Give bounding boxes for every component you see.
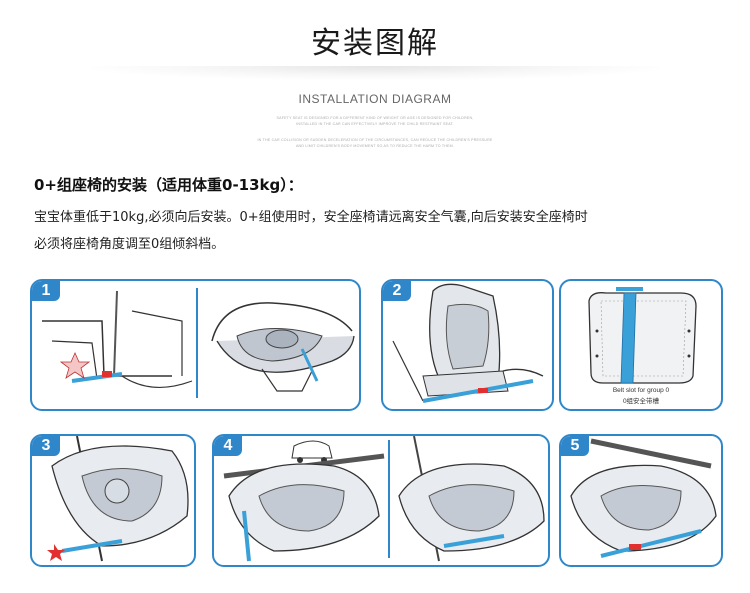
step-5-panel: 5 <box>559 434 723 567</box>
belt-slot-illustration <box>588 287 697 384</box>
step-5-badge: 5 <box>561 436 589 456</box>
step-2-panel: 2 <box>381 279 554 411</box>
belt-slot-caption-en: Belt slot for group 0 <box>612 387 670 394</box>
step-1-divider <box>196 288 198 398</box>
belt-slot-caption-cn: 0组安全带槽 <box>622 398 660 405</box>
page-subtitle: INSTALLATION DIAGRAM <box>298 92 452 106</box>
step-4-divider <box>388 440 390 558</box>
step-4-badge: 4 <box>214 436 242 456</box>
step-3-badge: 3 <box>32 436 60 456</box>
step-3-illustration <box>47 436 189 562</box>
page-title: 安装图解 <box>311 26 439 61</box>
title-shadow-divider <box>90 66 660 80</box>
section-text-line-1: 宝宝体重低于10kg,必须向后安装。0+组使用时，安全座椅请远离安全气囊,向后安… <box>34 210 588 225</box>
step-2-badge: 2 <box>383 281 411 301</box>
step-3-panel: 3 <box>30 434 196 567</box>
fine-print-line-3: IN THE CAR COLLISION OR SUDDEN DECELERAT… <box>257 138 493 142</box>
fine-print-line-1: SAFETY SEAT IS DESIGNED FOR A DIFFERENT … <box>276 116 474 120</box>
step-4-panel: 4 <box>212 434 550 567</box>
step-5-illustration <box>570 438 717 558</box>
section-heading: 0+组座椅的安装（适用体重0-13kg）： <box>34 176 303 194</box>
fine-print-line-2: INSTALLED IN THE CAR CAN EFFECTIVELY IMP… <box>296 122 454 126</box>
step-1-illustration <box>42 290 355 392</box>
step-2-illustration <box>392 283 544 403</box>
fine-print-line-4: AND LIMIT CHILDREN'S BODY MOVEMENT SO AS… <box>295 144 455 148</box>
step-1-panel: 1 <box>30 279 361 411</box>
step-1-badge: 1 <box>32 281 60 301</box>
section-text-line-2: 必须将座椅角度调至0组倾斜档。 <box>34 237 225 252</box>
step-4-illustration <box>223 436 545 562</box>
belt-slot-panel: Belt slot for group 0 0组安全带槽 <box>559 279 723 411</box>
